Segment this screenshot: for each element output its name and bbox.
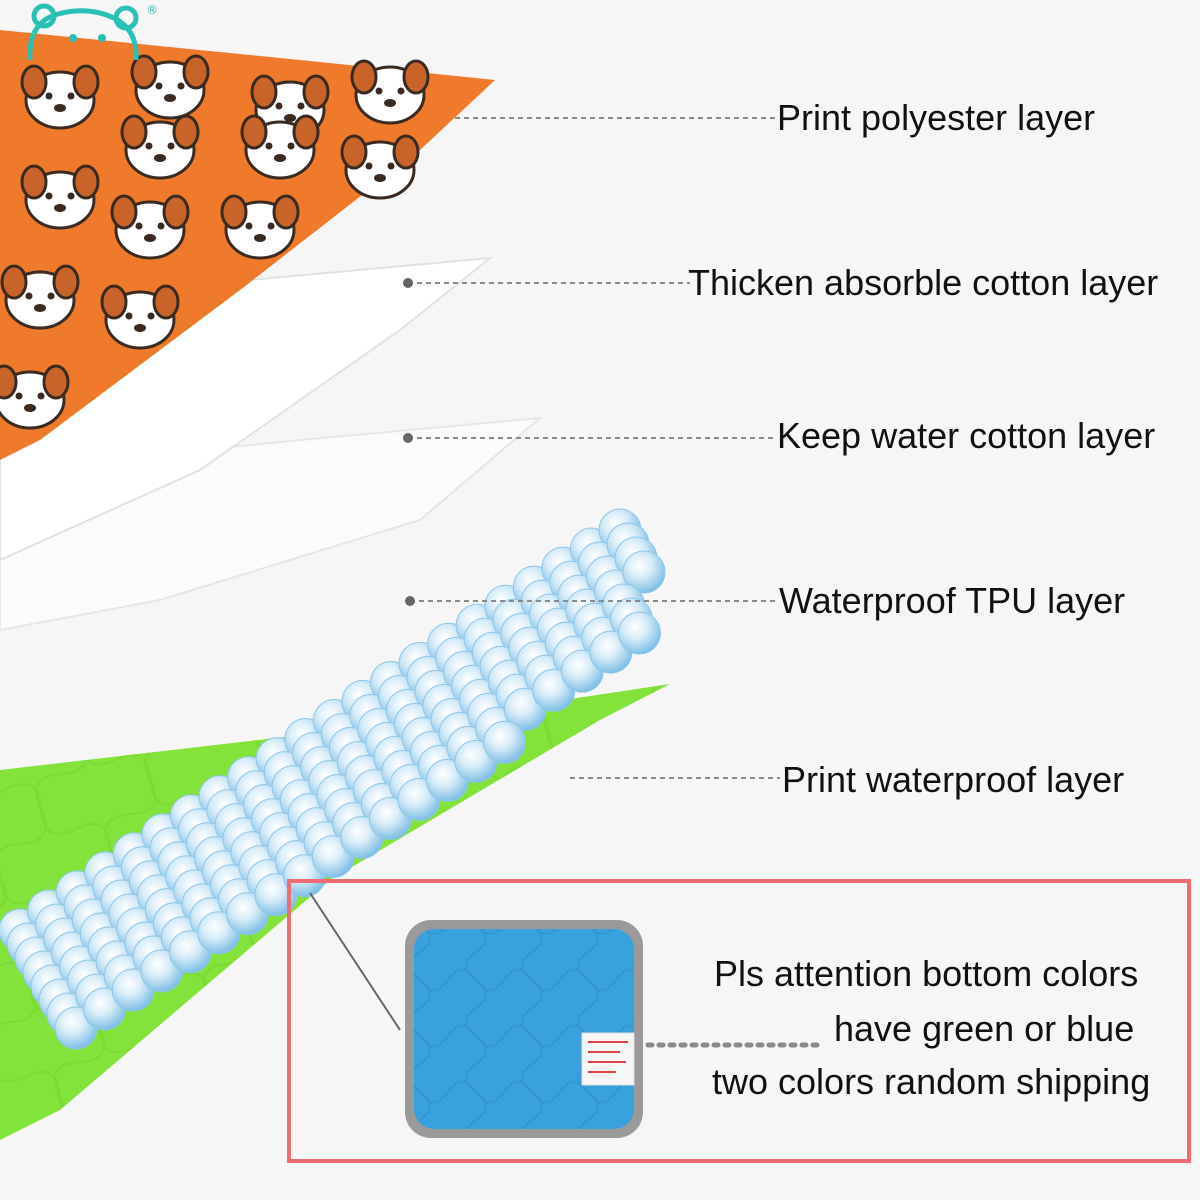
dog-face-icon <box>110 194 190 260</box>
svg-text:®: ® <box>146 3 158 17</box>
dog-face-icon <box>100 284 180 350</box>
blue-pad-sample <box>405 920 643 1138</box>
dog-face-icon <box>20 64 100 130</box>
dog-face-icon <box>220 194 300 260</box>
dog-face-icon <box>0 264 80 330</box>
note-line-1: Pls attention bottom colors <box>714 953 1139 994</box>
note-line-3: two colors random shipping <box>712 1061 1151 1102</box>
dog-face-icon <box>120 114 200 180</box>
water-bubble-icon <box>483 720 527 764</box>
dog-face-icon <box>20 164 100 230</box>
label-thicken-absorble-cotton-layer: Thicken absorble cotton layer <box>688 262 1159 303</box>
dog-face-icon <box>0 364 70 430</box>
dog-face-pattern <box>0 54 430 430</box>
dog-face-icon <box>340 134 420 200</box>
waterproof-tpu-layer <box>0 508 666 1050</box>
label-keep-water-cotton-layer: Keep water cotton layer <box>777 415 1156 456</box>
water-bubble-icon <box>622 550 666 594</box>
color-note-box <box>287 879 1191 1163</box>
dog-face-icon <box>350 59 430 125</box>
label-print-polyester-layer: Print polyester layer <box>777 97 1096 138</box>
note-line-2: have green or blue <box>834 1008 1135 1049</box>
water-bubble-icon <box>617 611 661 655</box>
dog-face-icon <box>240 114 320 180</box>
label-waterproof-tpu-layer: Waterproof TPU layer <box>779 580 1126 621</box>
dog-face-icon <box>130 54 210 120</box>
label-print-waterproof-layer: Print waterproof layer <box>782 759 1125 800</box>
bear-logo-icon: ® <box>27 3 158 60</box>
